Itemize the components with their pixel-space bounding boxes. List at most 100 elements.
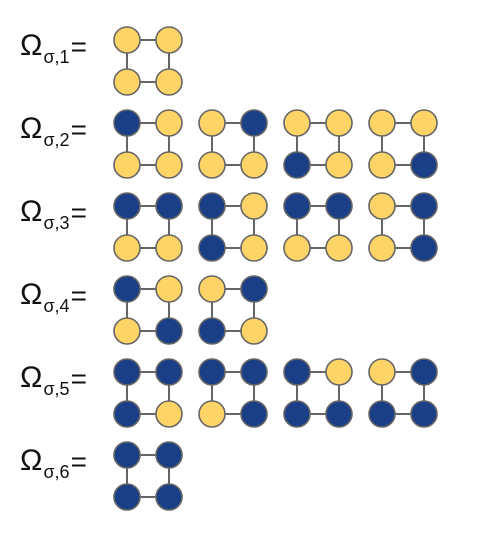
plaquette-1-1 [113, 26, 183, 96]
site-occupied [240, 109, 268, 137]
site-occupied [283, 151, 311, 179]
site-empty [325, 109, 353, 137]
equals-sign: = [70, 114, 87, 145]
plaquette-2-1 [113, 109, 183, 179]
site-occupied [113, 483, 141, 511]
equals-sign: = [70, 446, 87, 477]
site-occupied [283, 358, 311, 386]
site-occupied [240, 358, 268, 386]
omega-symbol: Ω [20, 444, 43, 477]
site-occupied [198, 358, 226, 386]
omega-subscript: σ,3 [43, 212, 70, 233]
site-empty [198, 151, 226, 179]
plaquette-3-1 [113, 192, 183, 262]
equals-sign: = [70, 280, 87, 311]
plaquette-4-1 [113, 275, 183, 345]
site-occupied [113, 441, 141, 469]
site-empty [368, 192, 396, 220]
plaquette-4-2 [198, 275, 268, 345]
site-empty [283, 234, 311, 262]
site-empty [113, 68, 141, 96]
site-empty [113, 317, 141, 345]
site-empty [283, 109, 311, 137]
site-empty [368, 151, 396, 179]
site-empty [240, 234, 268, 262]
site-occupied [155, 192, 183, 220]
site-occupied [113, 358, 141, 386]
plaquette-2-3 [283, 109, 353, 179]
site-empty [198, 275, 226, 303]
plaquette-5-1 [113, 358, 183, 428]
site-empty [155, 68, 183, 96]
site-occupied [198, 317, 226, 345]
plaquette-3-4 [368, 192, 438, 262]
omega-subscript: σ,6 [43, 461, 70, 482]
site-occupied [410, 151, 438, 179]
site-occupied [240, 400, 268, 428]
site-empty [240, 317, 268, 345]
plaquette-5-2 [198, 358, 268, 428]
site-empty [368, 109, 396, 137]
plaquette-2-4 [368, 109, 438, 179]
site-empty [368, 234, 396, 262]
site-empty [325, 151, 353, 179]
plaquette-6-1 [113, 441, 183, 511]
site-empty [155, 234, 183, 262]
site-occupied [155, 358, 183, 386]
equals-sign: = [70, 363, 87, 394]
site-empty [198, 109, 226, 137]
site-occupied [155, 317, 183, 345]
omega-symbol: Ω [20, 195, 43, 228]
site-occupied [325, 400, 353, 428]
site-occupied [410, 400, 438, 428]
site-empty [113, 151, 141, 179]
site-empty [113, 26, 141, 54]
plaquette-5-3 [283, 358, 353, 428]
site-empty [113, 234, 141, 262]
site-occupied [410, 192, 438, 220]
site-empty [325, 358, 353, 386]
site-empty [410, 109, 438, 137]
omega-symbol: Ω [20, 112, 43, 145]
site-occupied [198, 234, 226, 262]
omega-subscript: σ,2 [43, 129, 70, 150]
equals-sign: = [70, 197, 87, 228]
omega-subscript: σ,5 [43, 378, 70, 399]
site-empty [155, 151, 183, 179]
site-occupied [155, 441, 183, 469]
site-occupied [155, 483, 183, 511]
omega-subscript: σ,4 [43, 295, 70, 316]
site-empty [155, 400, 183, 428]
site-occupied [283, 400, 311, 428]
site-occupied [198, 192, 226, 220]
site-empty [155, 275, 183, 303]
plaquette-2-2 [198, 109, 268, 179]
site-empty [240, 151, 268, 179]
site-occupied [113, 192, 141, 220]
site-empty [325, 234, 353, 262]
plaquette-3-3 [283, 192, 353, 262]
site-occupied [368, 400, 396, 428]
site-occupied [283, 192, 311, 220]
omega-symbol: Ω [20, 29, 43, 62]
site-empty [198, 400, 226, 428]
site-occupied [410, 358, 438, 386]
site-occupied [113, 109, 141, 137]
omega-symbol: Ω [20, 361, 43, 394]
site-occupied [240, 275, 268, 303]
site-occupied [113, 275, 141, 303]
site-empty [155, 26, 183, 54]
site-occupied [325, 192, 353, 220]
omega-subscript: σ,1 [43, 46, 70, 67]
site-occupied [410, 234, 438, 262]
plaquette-3-2 [198, 192, 268, 262]
omega-symbol: Ω [20, 278, 43, 311]
